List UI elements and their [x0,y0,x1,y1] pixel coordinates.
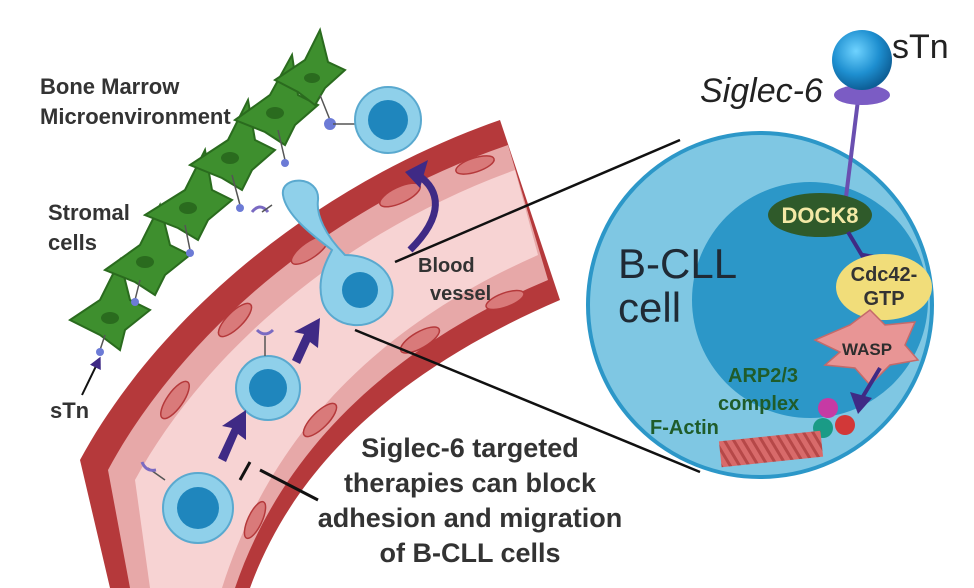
stromal-cell [142,146,234,257]
endothelial-cell [455,155,495,175]
endothelial-cells [160,155,525,540]
factin-label: F-Actin [650,417,719,439]
dock8-label: DOCK8 [781,203,858,228]
wasp-node [813,309,920,387]
wasp-to-arp-arrowhead [850,392,872,414]
transmigration-arrow [407,172,439,253]
endothelial-cell [243,500,267,540]
endothelial-cell [399,326,441,354]
stromal-cells [68,27,347,356]
siglec6-label: Siglec-6 [700,72,823,110]
stromal-cell [187,96,277,212]
stn-molecule [832,30,892,90]
blood-label: Blood [418,255,475,277]
wasp-to-arp-arrow [860,366,882,400]
stn-pointer-arrow [81,356,101,396]
zoom-line-top [394,138,681,264]
dock8-node [768,193,872,237]
stromal-cell [273,27,347,130]
siglec6-receptor [843,99,860,206]
stn-ligand [324,118,336,130]
therapy-line-2: therapies can block [344,468,597,498]
wasp-label: WASP [842,340,892,359]
bcll-label: B-CLL [618,240,737,287]
endothelial-cell [217,302,253,338]
microenvironment-label: Microenvironment [40,104,231,129]
therapy-line-1: Siglec-6 targeted [361,433,579,463]
gtp-label: GTP [863,288,904,310]
bcll-cell-middle [235,328,301,421]
therapy-line-3: adhesion and migration [318,503,623,533]
bone-marrow-label: Bone Marrow [40,74,180,99]
complex-label: complex [718,393,799,415]
migration-arrows [218,318,320,462]
migration-arrow [292,318,320,364]
zoom-line-bottom [354,328,701,474]
endothelial-cell [160,380,190,420]
bcll-cell-bottom [140,461,234,544]
stromal-label: Stromal [48,200,130,225]
cell-label: cell [618,284,681,331]
inhibition-symbol [238,461,319,502]
bcll-cell-top [333,86,422,154]
blood-vessel [80,120,560,588]
endothelial-cell [485,289,525,311]
transmigration-arrowhead [405,160,428,188]
endothelial-cell [302,402,338,438]
stn-label-inset: sTn [892,28,949,66]
inset-bcll-cell [586,30,934,479]
f-actin-filament [718,430,824,468]
siglec6-head [834,85,890,105]
cdc42-label: Cdc42- [851,264,918,286]
vessel-label: vessel [430,283,491,305]
therapy-caption: Siglec-6 targeted therapies can block ad… [318,433,623,568]
therapy-line-4: of B-CLL cells [379,538,560,568]
vessel-lumen [135,170,538,588]
cells-label: cells [48,230,97,255]
bcll-cell-migrating [250,179,394,327]
stromal-cell [68,257,152,356]
arp-sphere-red [835,415,855,435]
stn-label-left: sTn [50,398,89,423]
arp-sphere-magenta [818,398,838,418]
arp-label: ARP2/3 [728,365,798,387]
cdc42-gtp-node [836,254,932,320]
migration-arrow [218,410,246,462]
